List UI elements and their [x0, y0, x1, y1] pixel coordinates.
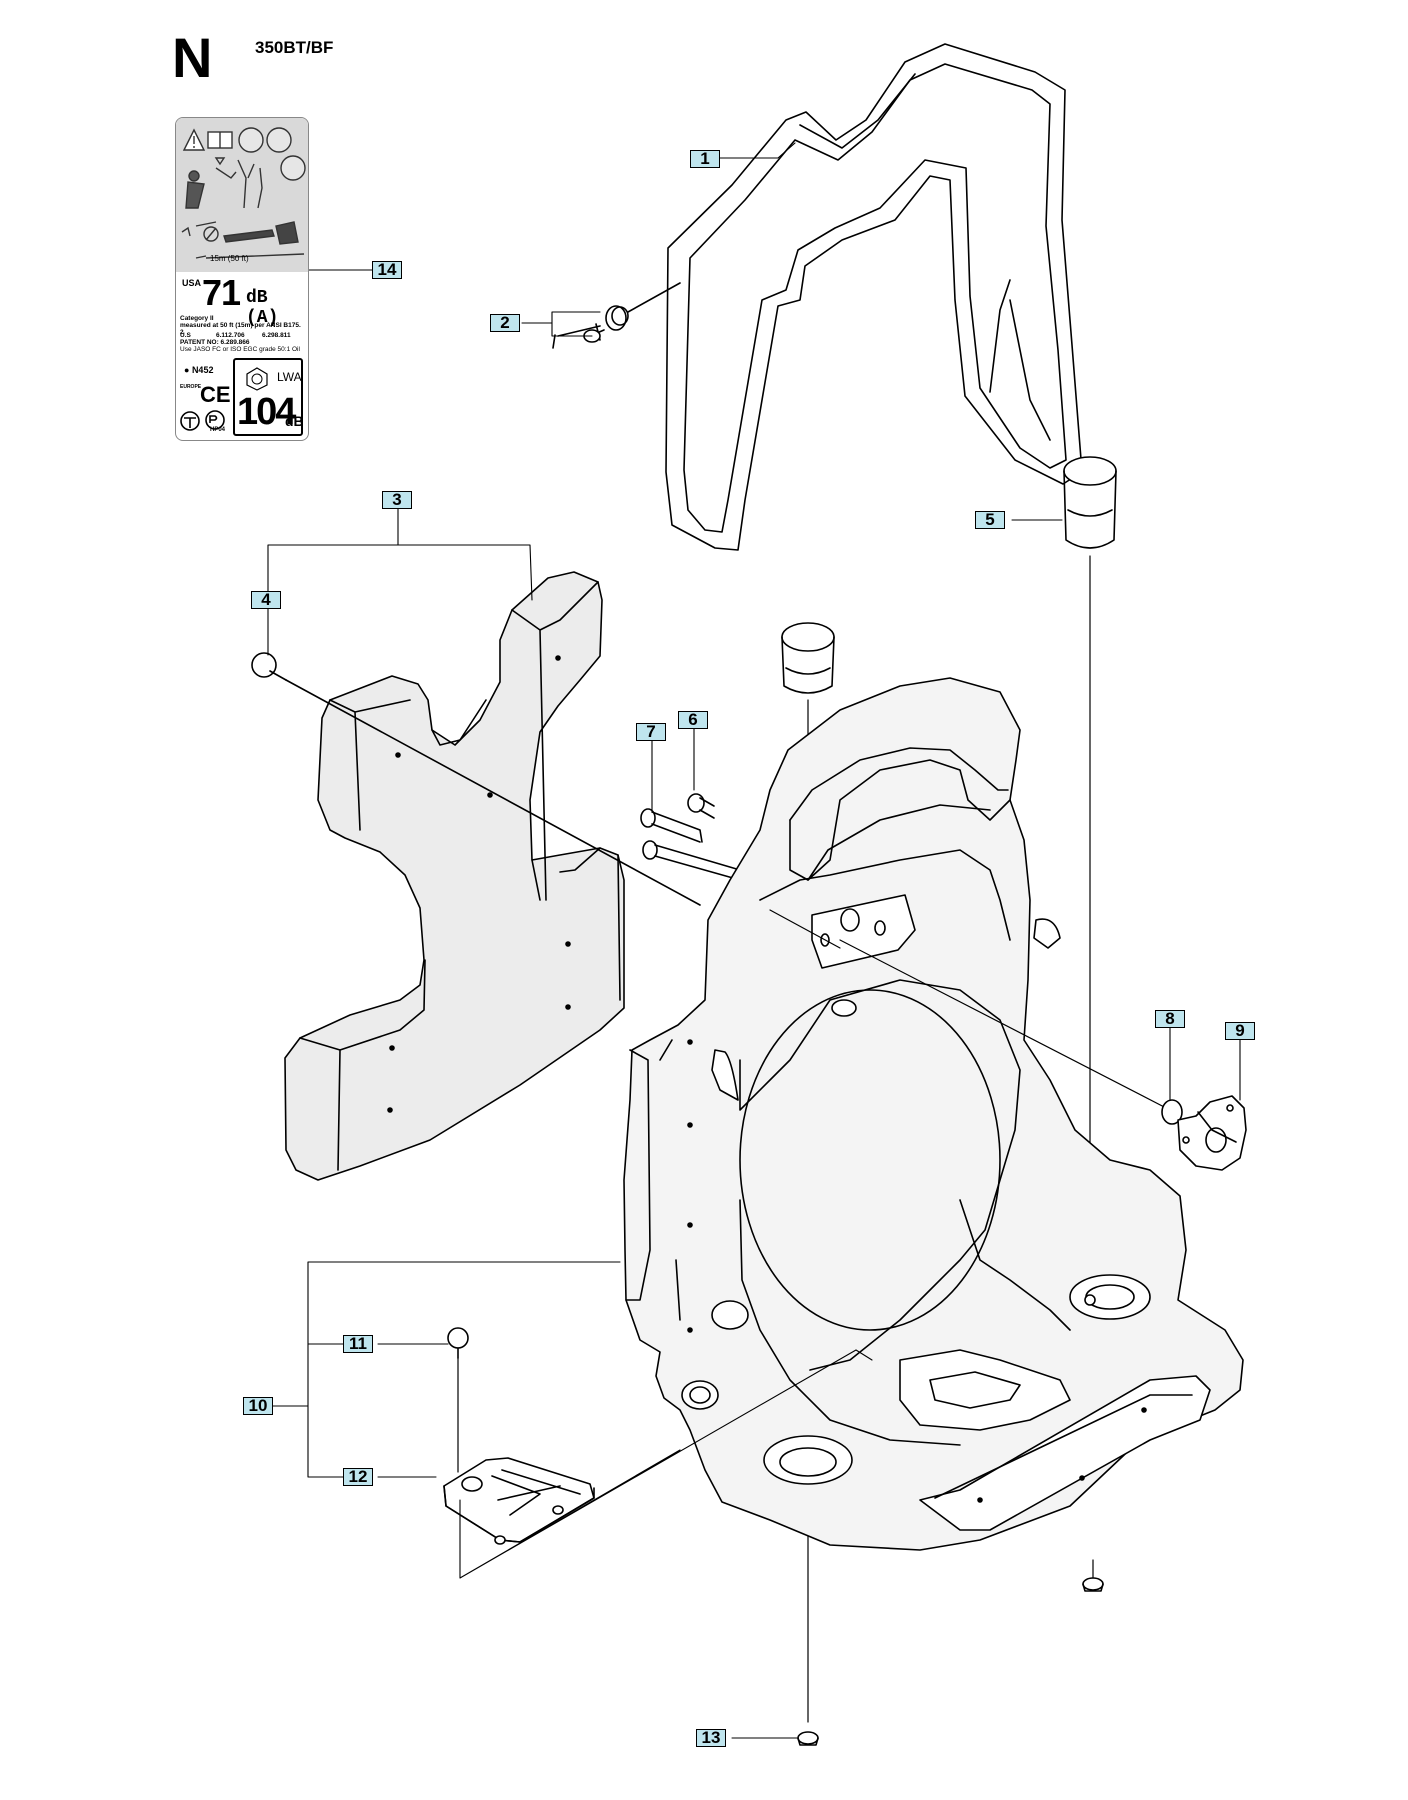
callout-6: 6: [678, 711, 708, 729]
back-pad-part: [284, 571, 625, 1181]
callout-8: 8: [1155, 1010, 1185, 1028]
decal-us-patent-2: 6.298.811: [262, 332, 291, 339]
callout-13: 13: [696, 1729, 726, 1747]
leader-lines: [267, 142, 1241, 1739]
knob-part-9: [1177, 1095, 1247, 1171]
certification-logos-icon: [180, 410, 225, 431]
backplate-part-10: [623, 677, 1244, 1551]
decal-category: Category II: [180, 315, 214, 322]
decal-us-label: U.S: [180, 332, 191, 339]
callout-12: 12: [343, 1468, 373, 1486]
decal-hp-code: HP04: [210, 427, 226, 433]
bolts-part-6-7: [640, 793, 741, 881]
callout-2: 2: [490, 314, 520, 332]
decal-sound-power-value: 104: [237, 391, 296, 433]
foot-pad-part-12: [443, 1457, 595, 1545]
certificate-icon: ●: [184, 365, 192, 375]
decal-sound-pressure-unit: dB (A): [246, 288, 279, 328]
decal-label-part-14: 15m (50 ft) USA 71 dB (A) Category II me…: [175, 117, 309, 441]
decal-region: EUROPE: [180, 384, 202, 390]
callout-3: 3: [382, 491, 412, 509]
decal-sound-power-unit: dB: [285, 413, 304, 429]
decal-oil-note: Use JASO FC or ISO EGC grade 50:1 Oil: [180, 346, 300, 353]
safety-pictograms-icon: 15m (50 ft): [181, 127, 306, 263]
decal-measured: measured at 50 ft (15m) per ANSI B175. 2: [180, 322, 301, 336]
ear-protection-icon: [246, 367, 268, 391]
screw-part-2: [552, 282, 681, 349]
decal-sound-pressure-value: 71: [202, 272, 241, 313]
section-letter: N: [172, 26, 213, 89]
decal-us-patent-1: 6.112.706: [216, 332, 245, 339]
decal-pictogram-area: 15m (50 ft): [176, 118, 308, 272]
callout-1: 1: [690, 150, 720, 168]
callout-14: 14: [372, 261, 402, 279]
decal-sound-power-box: LWA 104 dB: [233, 358, 304, 436]
callout-9: 9: [1225, 1022, 1255, 1040]
callout-10: 10: [243, 1397, 273, 1415]
decal-sound-power-symbol: LWA: [277, 370, 302, 384]
model-number: 350BT/BF: [255, 38, 334, 57]
callout-7: 7: [636, 723, 666, 741]
rivet-part-11: [447, 1327, 469, 1473]
decal-certificate-code: ● N452: [184, 365, 214, 375]
rivet-part-4: [251, 652, 701, 906]
callout-4: 4: [251, 591, 281, 609]
washer-part-8: [1161, 1099, 1183, 1125]
callout-11: 11: [343, 1335, 373, 1353]
distance-note: 15m (50 ft): [210, 254, 249, 263]
plug-part-13-bottom: [797, 1559, 1104, 1746]
decal-market: USA: [182, 278, 202, 288]
decal-patent-no: PATENT NO: 6.289.866: [180, 339, 250, 346]
frame-bar-part: [665, 43, 1083, 551]
ce-mark: CE: [200, 382, 231, 407]
callout-5: 5: [975, 511, 1005, 529]
